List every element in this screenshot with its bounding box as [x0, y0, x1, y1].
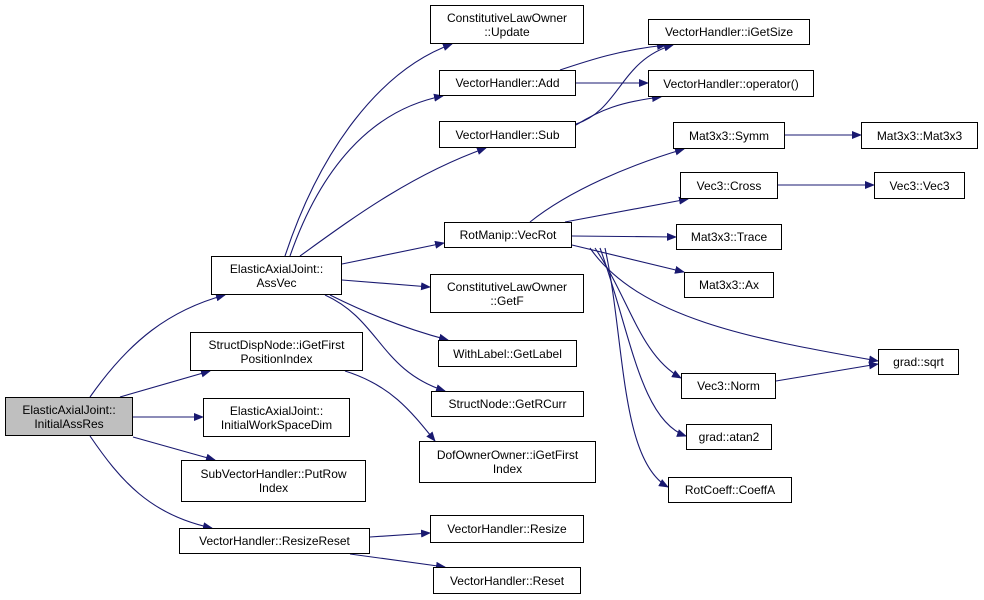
node-trace-label: Mat3x3::Trace [690, 230, 768, 244]
node-getrcurr-label: StructNode::GetRCurr [448, 397, 567, 411]
node-vecrot-label: RotManip::VecRot [459, 228, 557, 242]
edge-norm-sqrt [775, 361, 879, 382]
edge-vecrot-trace [571, 232, 677, 241]
edge-root-assvec [89, 293, 226, 398]
node-dofowner[interactable]: DofOwnerOwner::iGetFirst Index [419, 441, 596, 483]
node-getrcurr[interactable]: StructNode::GetRCurr [431, 391, 584, 417]
node-structdisp-label: StructDispNode::iGetFirst PositionIndex [208, 337, 345, 366]
node-norm-label: Vec3::Norm [697, 379, 760, 393]
edge-vh-sub-vh-op [575, 94, 662, 126]
node-resizereset[interactable]: VectorHandler::ResizeReset [179, 528, 370, 554]
edge-vecrot-cross [564, 196, 689, 223]
edge-root-subvec [132, 436, 216, 462]
node-sqrt[interactable]: grad::sqrt [878, 349, 959, 375]
node-vh-igetsize-label: VectorHandler::iGetSize [664, 25, 794, 39]
node-atan2-label: grad::atan2 [698, 430, 760, 444]
node-assvec[interactable]: ElasticAxialJoint:: AssVec [211, 256, 342, 295]
node-vh-resize-label: VectorHandler::Resize [447, 522, 567, 536]
node-resizereset-label: VectorHandler::ResizeReset [199, 534, 350, 548]
node-clo-update[interactable]: ConstitutiveLawOwner ::Update [430, 5, 584, 44]
node-vh-reset[interactable]: VectorHandler::Reset [433, 567, 581, 594]
node-vh-add-label: VectorHandler::Add [455, 76, 560, 90]
node-vh-igetsize[interactable]: VectorHandler::iGetSize [648, 19, 810, 45]
node-symm[interactable]: Mat3x3::Symm [673, 122, 785, 149]
edge-vecrot-norm [594, 247, 682, 379]
node-vec3[interactable]: Vec3::Vec3 [874, 172, 965, 199]
node-atan2[interactable]: grad::atan2 [686, 424, 772, 450]
node-ax-label: Mat3x3::Ax [698, 278, 760, 292]
node-cross[interactable]: Vec3::Cross [680, 172, 778, 199]
edge-assvec-vecrot [341, 240, 445, 265]
node-coeffa-label: RotCoeff::CoeffA [684, 483, 776, 497]
node-mat3x3[interactable]: Mat3x3::Mat3x3 [861, 122, 978, 149]
edge-vecrot-symm [529, 147, 685, 223]
edge-root-resizereset [89, 435, 213, 531]
node-vh-op[interactable]: VectorHandler::operator() [648, 70, 814, 97]
edge-assvec-vh-add [289, 93, 444, 257]
node-vh-op-label: VectorHandler::operator() [663, 76, 799, 91]
node-subvec[interactable]: SubVectorHandler::PutRow Index [181, 460, 366, 502]
edge-assvec-getlabel [329, 294, 449, 342]
node-root: ElasticAxialJoint:: InitialAssRes [5, 397, 133, 436]
node-coeffa[interactable]: RotCoeff::CoeffA [668, 477, 792, 503]
node-mat3x3-label: Mat3x3::Mat3x3 [876, 128, 963, 143]
node-initws-label: ElasticAxialJoint:: InitialWorkSpaceDim [220, 403, 333, 432]
edge-assvec-clo-getf [341, 279, 431, 291]
edge-assvec-vh-sub [299, 147, 487, 257]
node-subvec-label: SubVectorHandler::PutRow Index [200, 467, 347, 495]
node-clo-getf-label: ConstitutiveLawOwner ::GetF [446, 279, 568, 308]
edge-resizereset-vh-resize [369, 529, 431, 538]
node-getlabel[interactable]: WithLabel::GetLabel [438, 340, 577, 367]
node-vh-sub-label: VectorHandler::Sub [455, 127, 560, 142]
node-norm[interactable]: Vec3::Norm [681, 373, 776, 399]
node-vh-resize[interactable]: VectorHandler::Resize [430, 515, 584, 543]
edge-structdisp-dofowner [344, 370, 436, 442]
edge-root-structdisp [119, 369, 211, 398]
node-cross-label: Vec3::Cross [696, 178, 762, 193]
node-root-label: ElasticAxialJoint:: InitialAssRes [22, 402, 116, 431]
edge-vecrot-sqrt [589, 247, 879, 364]
edge-assvec-clo-update [284, 43, 453, 257]
node-ax[interactable]: Mat3x3::Ax [684, 272, 774, 298]
edge-vh-add-vh-igetsize [559, 41, 667, 71]
node-structdisp[interactable]: StructDispNode::iGetFirst PositionIndex [190, 332, 363, 371]
node-clo-update-label: ConstitutiveLawOwner ::Update [446, 10, 568, 39]
edge-resizereset-vh-reset [349, 553, 446, 570]
node-getlabel-label: WithLabel::GetLabel [453, 346, 562, 361]
node-vh-reset-label: VectorHandler::Reset [449, 573, 565, 588]
node-vec3-label: Vec3::Vec3 [889, 178, 950, 193]
edge-vecrot-coeffa [604, 247, 669, 488]
edge-assvec-getrcurr [324, 294, 446, 393]
node-initws[interactable]: ElasticAxialJoint:: InitialWorkSpaceDim [203, 398, 350, 437]
edge-vecrot-ax [571, 244, 685, 274]
node-sqrt-label: grad::sqrt [893, 355, 944, 369]
node-assvec-label: ElasticAxialJoint:: AssVec [229, 261, 324, 290]
node-vecrot[interactable]: RotManip::VecRot [444, 222, 572, 248]
node-vh-sub[interactable]: VectorHandler::Sub [439, 121, 576, 148]
node-symm-label: Mat3x3::Symm [688, 128, 769, 143]
node-dofowner-label: DofOwnerOwner::iGetFirst Index [436, 448, 579, 476]
node-clo-getf[interactable]: ConstitutiveLawOwner ::GetF [430, 274, 584, 313]
node-trace[interactable]: Mat3x3::Trace [676, 224, 782, 250]
node-vh-add[interactable]: VectorHandler::Add [439, 70, 576, 96]
edge-vecrot-atan2 [599, 247, 687, 437]
